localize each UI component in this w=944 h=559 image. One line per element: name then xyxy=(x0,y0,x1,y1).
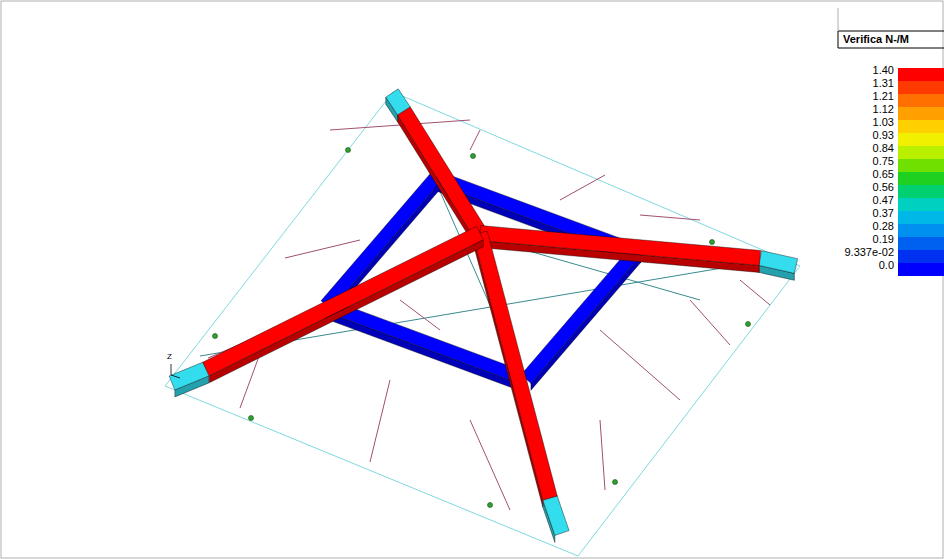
legend-value: 0.28 xyxy=(834,220,894,233)
legend-value: 0.56 xyxy=(834,181,894,194)
load-line xyxy=(740,280,770,305)
legend-value: 0.93 xyxy=(834,129,894,142)
legend-swatch xyxy=(898,250,944,263)
legend-swatch xyxy=(898,159,944,172)
legend-value: 0.0 xyxy=(834,259,894,272)
node-marker xyxy=(346,148,351,153)
red-beam xyxy=(479,226,760,273)
boundary-line xyxy=(165,92,800,556)
node-marker xyxy=(613,480,618,485)
legend-value: 0.65 xyxy=(834,168,894,181)
legend-value: 1.31 xyxy=(834,77,894,90)
node-marker xyxy=(746,322,751,327)
legend-value: 0.37 xyxy=(834,207,894,220)
load-line xyxy=(690,300,730,345)
legend-swatch xyxy=(898,224,944,237)
node-marker xyxy=(710,240,715,245)
legend-value: 1.40 xyxy=(834,64,894,77)
legend-swatch xyxy=(898,133,944,146)
legend-value: 0.47 xyxy=(834,194,894,207)
blue-beam xyxy=(521,247,641,390)
legend-value: 1.21 xyxy=(834,90,894,103)
load-line xyxy=(400,300,440,330)
node-marker xyxy=(488,503,493,508)
legend-value: 0.19 xyxy=(834,233,894,246)
load-line xyxy=(600,420,605,490)
legend-swatch xyxy=(898,237,944,250)
node-marker xyxy=(213,334,218,339)
legend-value: 9.337e-02 xyxy=(834,246,894,259)
node-marker xyxy=(471,154,476,159)
legend-swatch xyxy=(898,68,944,81)
load-line xyxy=(600,330,680,400)
support-end xyxy=(169,362,209,397)
plot-title: Verifica N-/M xyxy=(843,33,909,46)
support-end xyxy=(543,496,569,543)
axis-label: Z xyxy=(167,352,172,361)
legend-value: 0.84 xyxy=(834,142,894,155)
red-beam xyxy=(398,107,487,244)
legend-value: 0.75 xyxy=(834,155,894,168)
legend-value: 1.12 xyxy=(834,103,894,116)
legend-value: 1.03 xyxy=(834,116,894,129)
legend-swatch xyxy=(898,185,944,198)
load-line xyxy=(370,380,390,462)
load-line xyxy=(285,240,360,258)
load-line xyxy=(560,175,605,200)
node-marker xyxy=(249,416,254,421)
legend-swatch xyxy=(898,211,944,224)
axis-x xyxy=(171,375,180,378)
axis-z xyxy=(171,364,172,375)
load-line xyxy=(640,215,700,220)
red-beam xyxy=(203,226,484,382)
legend-swatch xyxy=(898,81,944,94)
legend-swatch xyxy=(898,107,944,120)
load-line xyxy=(470,130,480,150)
support-end xyxy=(758,251,797,281)
red-beam xyxy=(473,231,558,507)
legend-swatch xyxy=(898,120,944,133)
legend-swatch xyxy=(898,146,944,159)
beam-model xyxy=(165,89,800,556)
load-line xyxy=(470,420,510,510)
legend-swatch xyxy=(898,94,944,107)
legend-swatch xyxy=(898,263,944,276)
legend-swatch xyxy=(898,198,944,211)
legend-swatch xyxy=(898,172,944,185)
